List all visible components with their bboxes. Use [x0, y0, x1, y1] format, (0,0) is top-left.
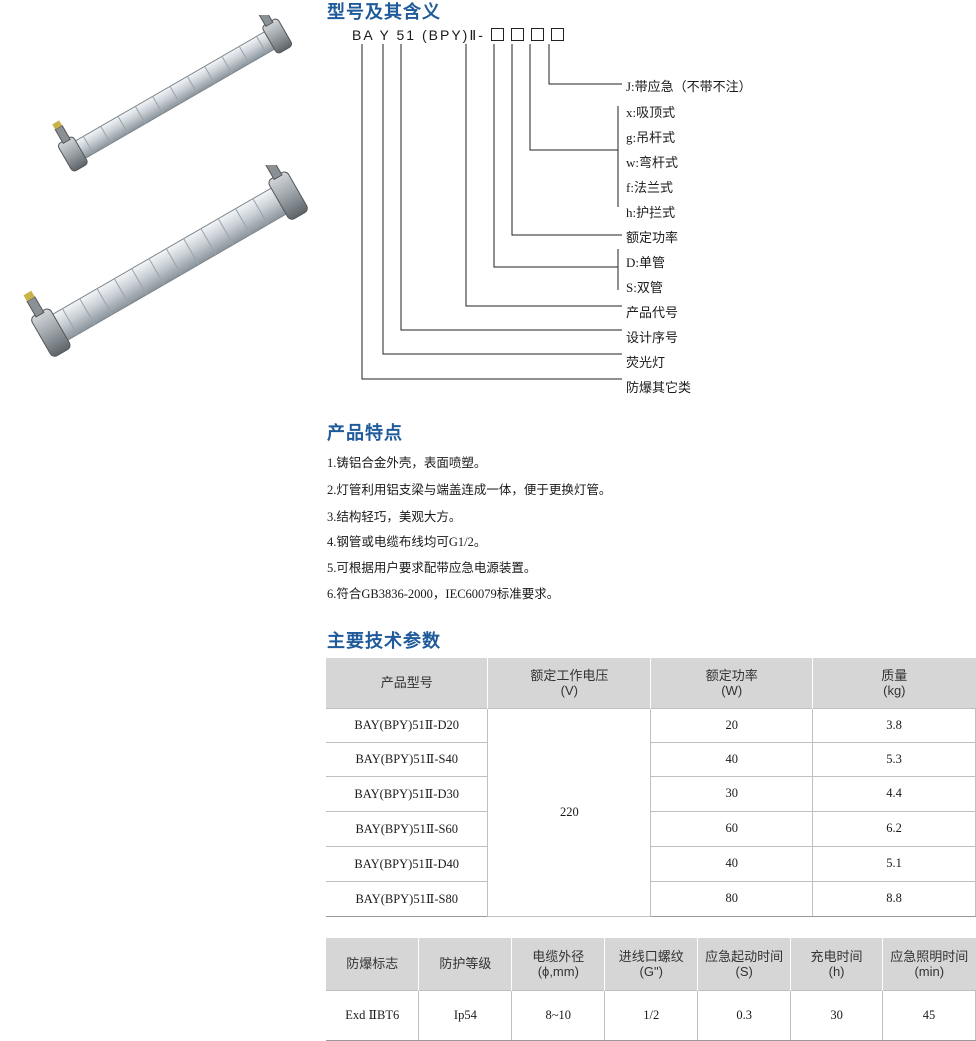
cell-power: 40	[650, 845, 814, 882]
table-row: BAY(BPY)51Ⅱ-S40 40 5.3	[326, 741, 976, 777]
model-code-prefix: BA Y 51 (BPY)Ⅱ-	[352, 27, 485, 43]
header-ip-rating: 防护等级	[418, 938, 513, 990]
code-label-single-tube: D:单管	[626, 255, 666, 270]
table-row: BAY(BPY)51Ⅱ-S80 80 8.8	[326, 880, 976, 917]
cell-power: 80	[650, 880, 814, 917]
header-charge-time: 充电时间(h)	[790, 938, 884, 990]
code-label-ceiling: x:吸顶式	[626, 105, 676, 120]
cell-mass: 4.4	[812, 775, 976, 812]
cell-model: BAY(BPY)51Ⅱ-S80	[326, 880, 489, 917]
feature-item: 6.符合GB3836-2000，IEC60079标准要求。	[327, 587, 560, 601]
table-row: BAY(BPY)51Ⅱ-S60 60 6.2	[326, 810, 976, 847]
spec-table-header: 产品型号 额定工作电压(V) 额定功率(W) 质量(kg)	[326, 658, 976, 708]
cell-entry-thread: 1/2	[604, 989, 699, 1041]
cell-model: BAY(BPY)51Ⅱ-S40	[326, 741, 489, 777]
cell-emergency-duration: 45	[882, 989, 976, 1041]
cell-cable-diameter: 8~10	[511, 989, 606, 1041]
cell-mass: 3.8	[812, 707, 976, 743]
cell-charge-time: 30	[790, 989, 884, 1041]
cell-mass: 8.8	[812, 880, 976, 917]
table-row: BAY(BPY)51Ⅱ-D40 40 5.1	[326, 845, 976, 882]
cell-mass: 6.2	[812, 810, 976, 847]
code-box-2	[510, 28, 524, 41]
cell-model: BAY(BPY)51Ⅱ-D40	[326, 845, 489, 882]
header-mass: 质量(kg)	[812, 658, 976, 708]
code-label-double-tube: S:双管	[626, 280, 663, 295]
header-power: 额定功率(W)	[650, 658, 814, 708]
model-code: BA Y 51 (BPY)Ⅱ-	[352, 27, 571, 44]
code-label-explosion-proof: 防爆其它类	[626, 380, 692, 395]
cell-power: 40	[650, 741, 814, 777]
code-connector-lines	[361, 44, 622, 380]
code-label-emergency: J:带应急（不带不注）	[626, 79, 752, 94]
code-label-guard: h:护拦式	[626, 205, 676, 220]
code-label-flange: f:法兰式	[626, 180, 673, 195]
cell-ex-mark: Exd ⅡBT6	[326, 989, 420, 1041]
spec-table: 产品型号 额定工作电压(V) 额定功率(W) 质量(kg) BAY(BPY)51…	[326, 658, 976, 917]
lamp-image-double	[23, 165, 308, 357]
cell-voltage: 220	[487, 707, 652, 917]
lamp-image-single	[52, 15, 293, 172]
emergency-spec-table: 防爆标志 防护等级 电缆外径(ϕ,mm) 进线口螺纹(G") 应急起动时间(S)…	[326, 938, 976, 1041]
code-box-3	[530, 28, 544, 41]
header-start-time: 应急起动时间(S)	[697, 938, 792, 990]
cell-model: BAY(BPY)51Ⅱ-D30	[326, 775, 489, 812]
code-box-1	[490, 28, 504, 41]
emergency-table-header: 防爆标志 防护等级 电缆外径(ϕ,mm) 进线口螺纹(G") 应急起动时间(S)…	[326, 938, 976, 990]
section-title-model-meaning: 型号及其含义	[327, 2, 441, 23]
header-entry-thread: 进线口螺纹(G")	[604, 938, 699, 990]
cell-mass: 5.3	[812, 741, 976, 777]
cell-start-time: 0.3	[697, 989, 792, 1041]
feature-item: 1.铸铝合金外壳，表面喷塑。	[327, 456, 487, 470]
cell-model: BAY(BPY)51Ⅱ-D20	[326, 707, 489, 743]
header-voltage: 额定工作电压(V)	[487, 658, 652, 708]
code-box-4	[550, 28, 564, 41]
section-title-features: 产品特点	[327, 423, 403, 444]
code-label-rated-power: 额定功率	[626, 230, 679, 245]
feature-item: 2.灯管利用铝支梁与端盖连成一体，便于更换灯管。	[327, 483, 612, 497]
table-row: Exd ⅡBT6 Ip54 8~10 1/2 0.3 30 45	[326, 989, 976, 1041]
code-label-pendant: g:吊杆式	[626, 130, 676, 145]
cell-power: 60	[650, 810, 814, 847]
code-label-product-code: 产品代号	[626, 305, 679, 320]
feature-item: 3.结构轻巧，美观大方。	[327, 510, 462, 524]
code-label-design-no: 设计序号	[626, 330, 679, 345]
header-emergency-duration: 应急照明时间(min)	[882, 938, 976, 990]
header-cable-diameter: 电缆外径(ϕ,mm)	[511, 938, 606, 990]
section-title-tech-params: 主要技术参数	[327, 631, 441, 652]
cell-power: 30	[650, 775, 814, 812]
code-label-bent-rod: w:弯杆式	[626, 155, 679, 170]
table-row: BAY(BPY)51Ⅱ-D20 220 20 3.8	[326, 707, 976, 917]
cell-ip-rating: Ip54	[418, 989, 513, 1041]
cell-model: BAY(BPY)51Ⅱ-S60	[326, 810, 489, 847]
table-row: BAY(BPY)51Ⅱ-D30 30 4.4	[326, 775, 976, 812]
cell-mass: 5.1	[812, 845, 976, 882]
header-model: 产品型号	[326, 658, 489, 708]
cell-power: 20	[650, 707, 814, 743]
code-label-fluorescent: 荧光灯	[626, 355, 666, 370]
header-ex-mark: 防爆标志	[326, 938, 420, 990]
feature-item: 4.钢管或电缆布线均可G1/2。	[327, 535, 487, 549]
feature-item: 5.可根据用户要求配带应急电源装置。	[327, 561, 537, 575]
